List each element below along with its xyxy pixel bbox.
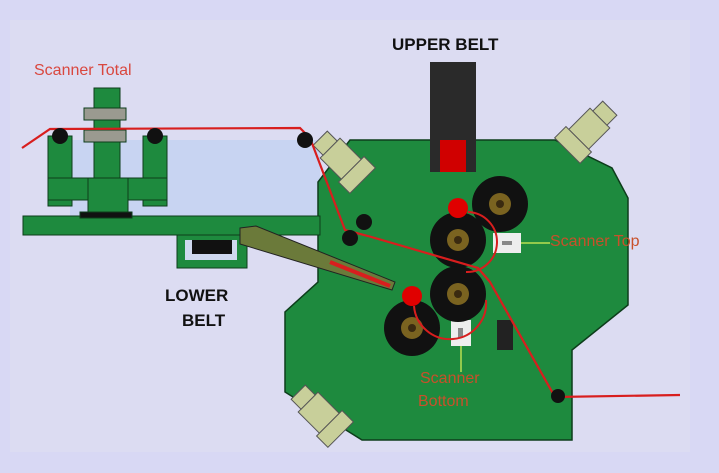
label-scanner-bottom-line1: Scanner xyxy=(420,370,480,387)
label-scanner-total: Scanner Total xyxy=(34,62,132,79)
label-scanner-top: Scanner Top xyxy=(550,233,640,250)
platform xyxy=(22,215,321,236)
paper-path xyxy=(21,126,681,399)
scanner-total-stand xyxy=(47,87,168,219)
label-lower-belt-line2: BELT xyxy=(182,311,226,330)
label-upper-belt: UPPER BELT xyxy=(392,35,499,54)
small-rollers xyxy=(52,128,565,403)
guide-block xyxy=(497,320,513,350)
upper-belt-red-block xyxy=(440,140,466,172)
label-lower-belt-line1: LOWER xyxy=(165,286,229,305)
red-pinch-roller xyxy=(402,286,422,306)
large-rollers xyxy=(384,176,528,356)
bolt-top-right xyxy=(553,100,618,165)
red-pinch-roller xyxy=(448,198,468,218)
bolt-bottom-left xyxy=(290,384,355,449)
bolt-top-left xyxy=(312,130,377,195)
label-scanner-bottom-line2: Bottom xyxy=(418,393,469,410)
